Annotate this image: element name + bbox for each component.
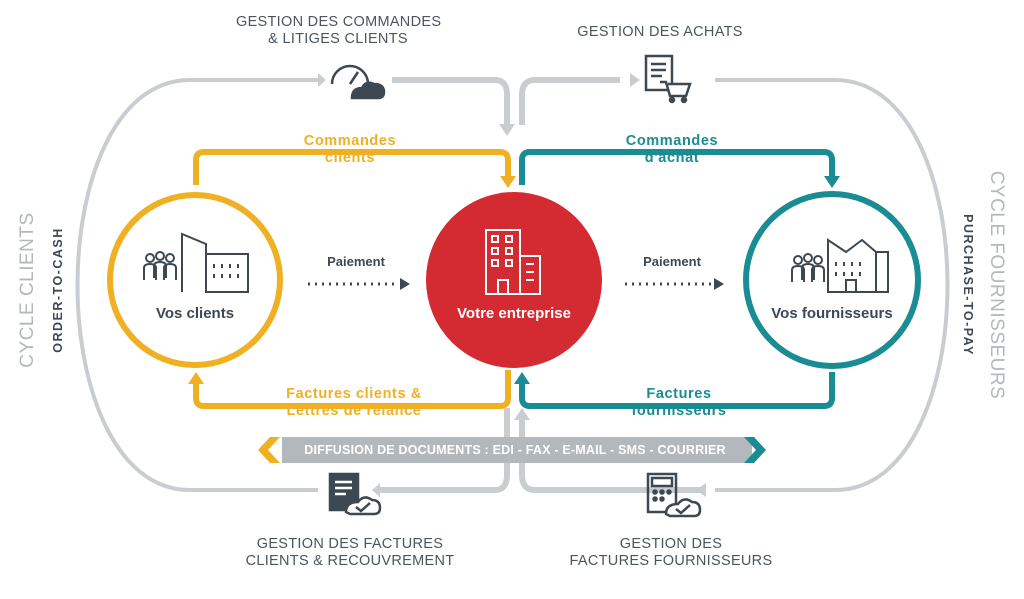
commandes-achat-line1: Commandes xyxy=(625,133,719,149)
bottom-left-title: GESTION DES FACTURES CLIENTS & RECOUVREM… xyxy=(230,536,470,571)
grey-channel-bottom-right xyxy=(519,420,706,493)
banner-channels: EDI - FAX - E-MAIL - SMS - COURRIER xyxy=(492,443,726,457)
factures-clients-line2: Lettres de relance xyxy=(286,403,422,420)
clients-label: Vos clients xyxy=(155,305,235,322)
yellow-flow-bottom xyxy=(193,370,511,409)
paiement-left-label: Paiement xyxy=(327,254,385,269)
building-icon xyxy=(181,232,249,293)
outer-cycle-right xyxy=(715,78,950,492)
factures-fournisseurs-line1: Factures xyxy=(646,386,712,402)
banner-prefix: DIFFUSION DE DOCUMENTS : xyxy=(304,443,489,457)
bottom-left-title-line2: CLIENTS & RECOUVREMENT xyxy=(245,553,455,570)
outer-arrow-top-left xyxy=(318,73,326,87)
factures-fournisseurs-label: Factures fournisseurs xyxy=(612,386,746,421)
bottom-right-title-line2: FACTURES FOURNISSEURS xyxy=(569,553,773,570)
invoice-check-icon xyxy=(328,472,382,516)
bottom-right-title: GESTION DES FACTURES FOURNISSEURS xyxy=(556,536,786,571)
commandes-clients-line1: Commandes xyxy=(303,133,397,149)
commandes-achat-line2: d'achat xyxy=(644,150,700,167)
bottom-right-title-line1: GESTION DES xyxy=(619,536,723,552)
factory-icon xyxy=(827,238,889,293)
cycle-clients-label: CYCLE CLIENTS xyxy=(17,212,38,368)
fournisseurs-label: Vos fournisseurs xyxy=(771,305,893,322)
purchase-to-pay-label: PURCHASE-TO-PAY xyxy=(961,214,975,356)
outer-arrow-bottom-left xyxy=(372,483,380,497)
cart-document-icon xyxy=(644,54,692,104)
banner-bar xyxy=(282,437,752,463)
supplier-people-icon xyxy=(791,253,825,282)
top-left-title-line2: & LITIGES CLIENTS xyxy=(268,31,408,48)
speedometer-cloud-icon xyxy=(330,64,386,100)
entreprise-label: Votre entreprise xyxy=(457,305,571,322)
teal-flow-top xyxy=(519,149,835,185)
top-right-title: GESTION DES ACHATS xyxy=(577,24,743,40)
grey-arrow-down xyxy=(499,124,515,136)
commandes-achat-label: Commandes d'achat xyxy=(610,133,734,168)
yellow-flow-top xyxy=(193,149,511,185)
outer-cycle-left xyxy=(75,78,318,492)
clients-circle xyxy=(107,192,283,368)
grey-channel-bottom-left xyxy=(380,408,510,493)
outer-arrow-top-right xyxy=(630,73,640,87)
factures-clients-line1: Factures clients & xyxy=(286,386,422,402)
paiement-right-label: Paiement xyxy=(643,254,701,269)
people-icon xyxy=(143,251,177,280)
banner-label: DIFFUSION DE DOCUMENTS : EDI - FAX - E-M… xyxy=(270,437,760,463)
banner-left-chevron xyxy=(258,437,280,463)
teal-arrow-bottom xyxy=(514,372,530,384)
teal-flow-bottom xyxy=(519,372,835,409)
top-left-title: GESTION DES COMMANDES & LITIGES CLIENTS xyxy=(236,14,442,49)
factures-clients-label: Factures clients & Lettres de relance xyxy=(266,386,442,421)
payment-left-arrow xyxy=(400,278,410,290)
order-to-cash-label: ORDER-TO-CASH xyxy=(51,227,65,353)
payment-right-arrow xyxy=(714,278,724,290)
commandes-clients-label: Commandes clients xyxy=(286,133,414,168)
calculator-check-icon xyxy=(646,472,702,518)
top-left-title-line1: GESTION DES COMMANDES xyxy=(236,14,442,30)
yellow-arrow-bottom xyxy=(188,372,204,384)
bottom-left-title-line1: GESTION DES FACTURES xyxy=(256,536,444,552)
cycle-fournisseurs-label: CYCLE FOURNISSEURS xyxy=(986,170,1007,400)
grey-channel-top-right xyxy=(519,77,620,125)
banner-right-chevron xyxy=(744,437,766,463)
grey-arrow-up xyxy=(514,408,530,420)
grey-channel-top-left xyxy=(392,77,510,125)
factures-fournisseurs-line2: fournisseurs xyxy=(631,403,727,420)
company-building-icon xyxy=(485,229,541,295)
yellow-arrow-top xyxy=(500,176,516,188)
entreprise-circle xyxy=(426,192,602,368)
commandes-clients-line2: clients xyxy=(324,150,376,167)
fournisseurs-circle xyxy=(743,191,921,369)
teal-arrow-top xyxy=(824,176,840,188)
